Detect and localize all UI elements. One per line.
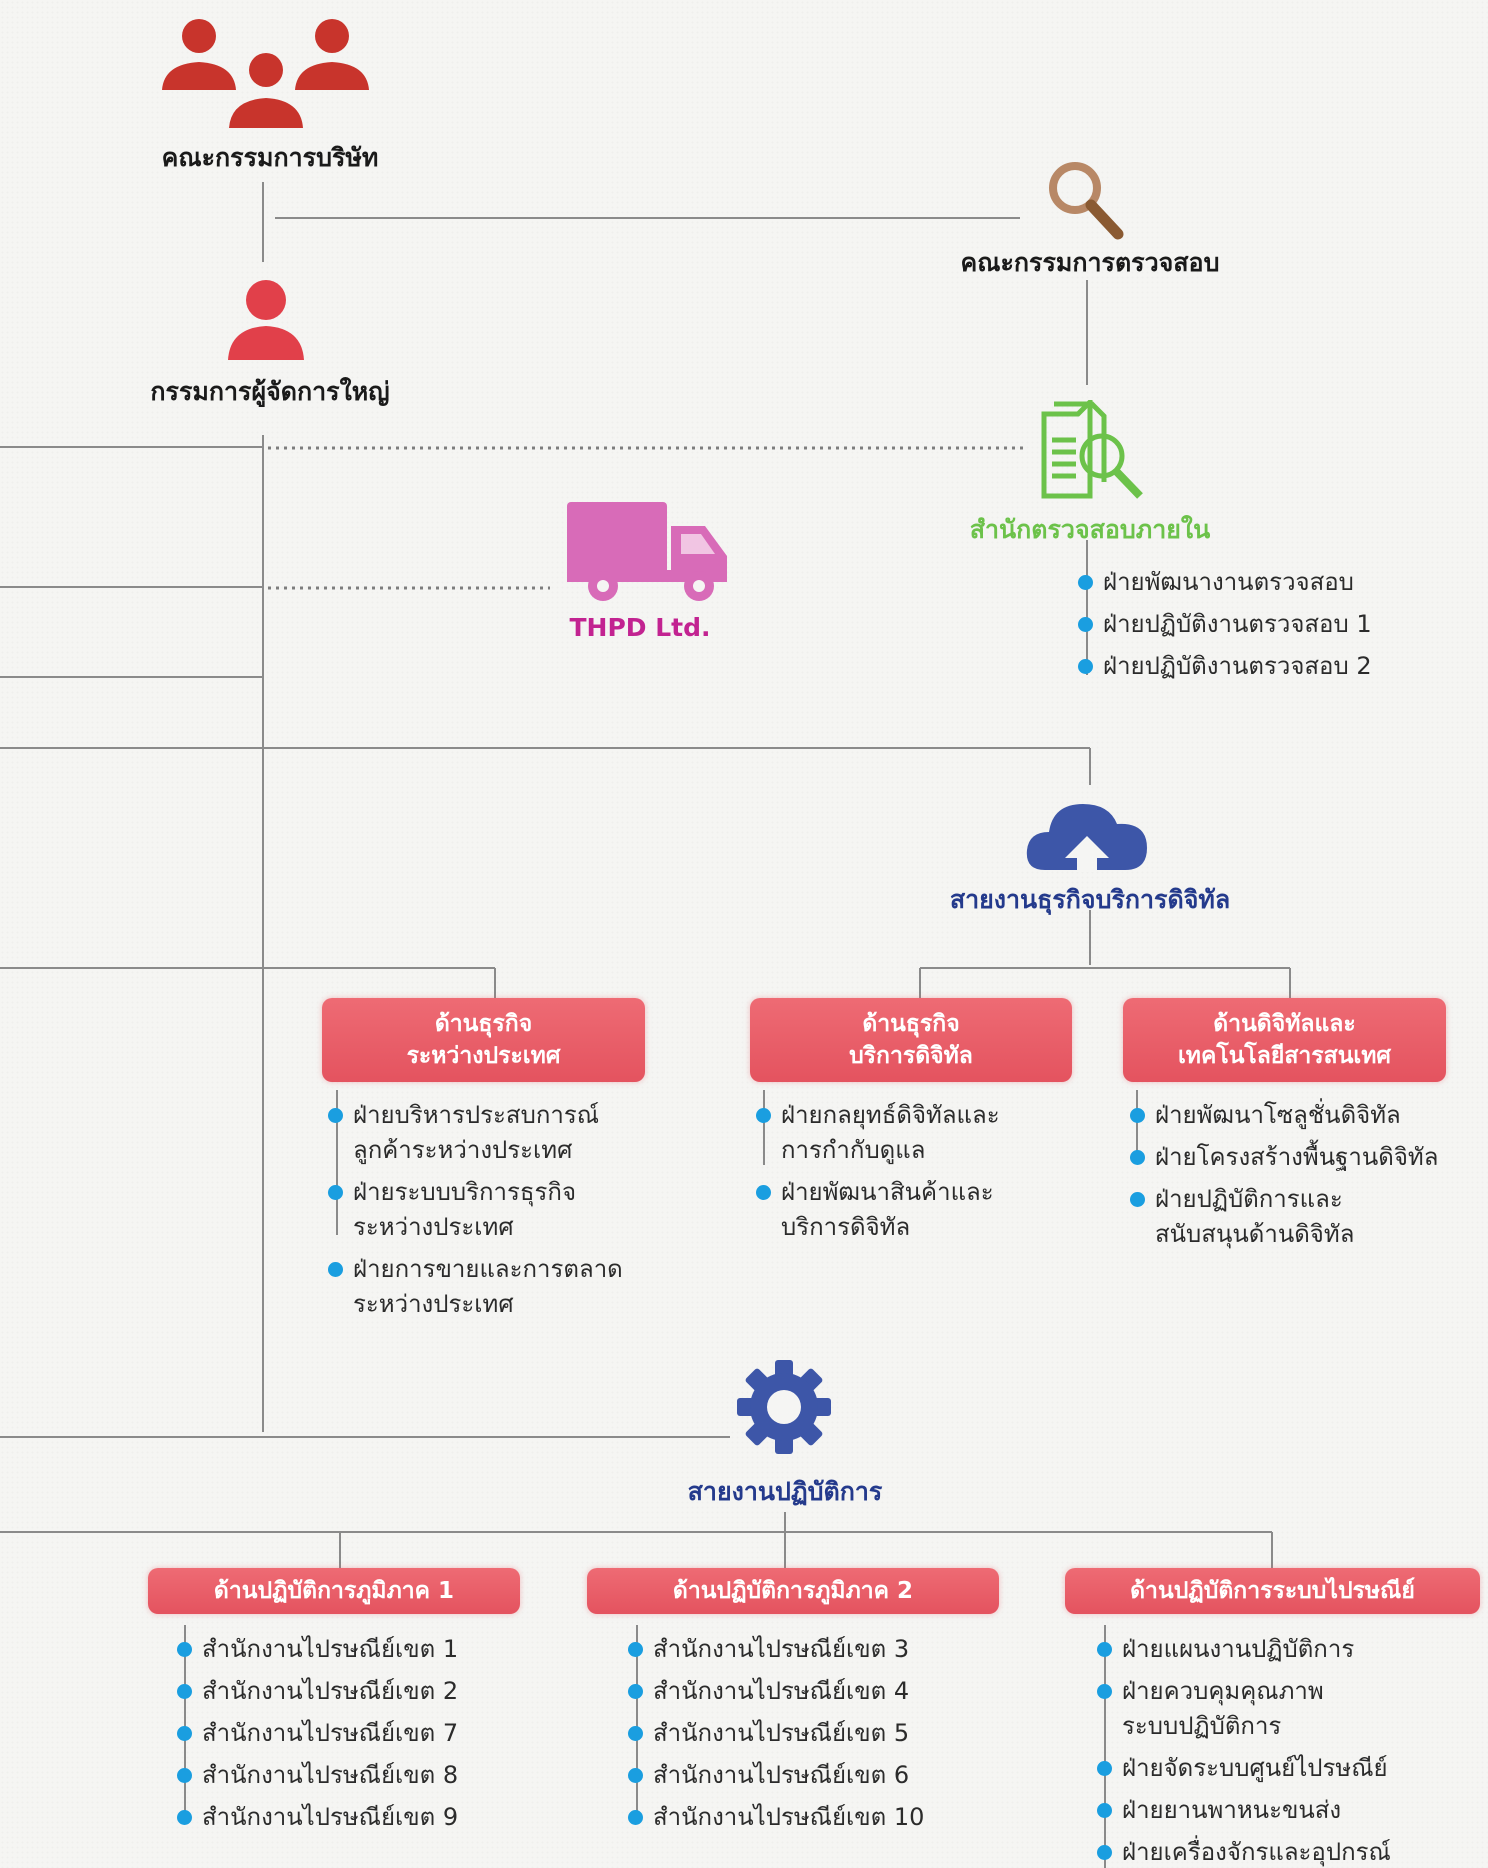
list-item: สำนักงานไปรษณีย์เขต 5 (628, 1716, 958, 1751)
truck-icon (567, 502, 727, 601)
digital-group-banner-digital-services: ด้านธุรกิจ บริการดิจิทัล (750, 998, 1072, 1082)
magnifier-icon (1049, 162, 1124, 240)
digital-title: สายงานธุรกิจบริการดิจิทัล (949, 885, 1231, 914)
bullet-dot (756, 1185, 771, 1200)
operations-title: สายงานปฏิบัติการ (687, 1477, 883, 1506)
digital-services-list: ฝ่ายกลยุทธ์ดิจิทัลและ การกำกับดูแล ฝ่ายพ… (756, 1098, 1056, 1252)
operations-region-2-list: สำนักงานไปรษณีย์เขต 3 สำนักงานไปรษณีย์เข… (628, 1632, 958, 1842)
bullet-dot (1097, 1803, 1112, 1818)
board-title: คณะกรรมการบริษัท (161, 143, 379, 172)
list-item: ฝ่ายพัฒนาสินค้าและ บริการดิจิทัล (756, 1175, 1056, 1245)
list-item: ฝ่ายโครงสร้างพื้นฐานดิจิทัล (1130, 1140, 1460, 1175)
cloud-upload-icon (1026, 804, 1147, 872)
bullet-dot (1097, 1845, 1112, 1860)
digital-it-list: ฝ่ายพัฒนาโซลูชั่นดิจิทัล ฝ่ายโครงสร้างพื… (1130, 1098, 1460, 1259)
president-title: กรรมการผู้จัดการใหญ่ (150, 377, 390, 406)
audit-document-icon (1041, 400, 1143, 499)
list-item: ฝ่ายปฏิบัติงานตรวจสอบ 1 (1078, 607, 1438, 642)
bullet-dot (1078, 659, 1093, 674)
gear-icon (737, 1360, 831, 1454)
list-item: สำนักงานไปรษณีย์เขต 9 (177, 1800, 507, 1835)
list-item: สำนักงานไปรษณีย์เขต 6 (628, 1758, 958, 1793)
digital-group-banner-digital-it: ด้านดิจิทัลและ เทคโนโลยีสารสนเทศ (1123, 998, 1446, 1082)
bullet-dot (177, 1768, 192, 1783)
bullet-dot (756, 1108, 771, 1123)
list-item: ฝ่ายการขายและการตลาด ระหว่างประเทศ (328, 1252, 628, 1322)
bullet-dot (1130, 1108, 1145, 1123)
list-item: ฝ่ายพัฒนางานตรวจสอบ (1078, 565, 1438, 600)
bullet-dot (1097, 1761, 1112, 1776)
operations-group-banner-region-2: ด้านปฏิบัติการภูมิภาค 2 (587, 1568, 999, 1614)
operations-postal-system-list: ฝ่ายแผนงานปฏิบัติการ ฝ่ายควบคุมคุณภาพ ระ… (1097, 1632, 1467, 1868)
list-item: ฝ่ายควบคุมคุณภาพ ระบบปฏิบัติการ (1097, 1674, 1467, 1744)
list-item: ฝ่ายจัดระบบศูนย์ไปรษณีย์ (1097, 1751, 1467, 1786)
bullet-dot (1130, 1150, 1145, 1165)
bullet-dot (177, 1810, 192, 1825)
bullet-dot (1097, 1642, 1112, 1657)
list-item: ฝ่ายปฏิบัติงานตรวจสอบ 2 (1078, 649, 1438, 684)
bullet-dot (328, 1262, 343, 1277)
bullet-dot (628, 1768, 643, 1783)
bullet-dot (177, 1642, 192, 1657)
bullet-dot (1078, 617, 1093, 632)
digital-international-list: ฝ่ายบริหารประสบการณ์ ลูกค้าระหว่างประเทศ… (328, 1098, 628, 1329)
list-item: สำนักงานไปรษณีย์เขต 8 (177, 1758, 507, 1793)
list-item: สำนักงานไปรษณีย์เขต 7 (177, 1716, 507, 1751)
bullet-dot (628, 1810, 643, 1825)
board-people-icon (162, 19, 369, 128)
list-item: ฝ่ายกลยุทธ์ดิจิทัลและ การกำกับดูแล (756, 1098, 1056, 1168)
list-item: ฝ่ายบริหารประสบการณ์ ลูกค้าระหว่างประเทศ (328, 1098, 628, 1168)
list-item: ฝ่ายพัฒนาโซลูชั่นดิจิทัล (1130, 1098, 1460, 1133)
president-person-icon (228, 280, 304, 360)
thpd-title: THPD Ltd. (569, 613, 711, 642)
list-item: ฝ่ายเครื่องจักรและอุปกรณ์ (1097, 1835, 1467, 1868)
list-item: สำนักงานไปรษณีย์เขต 10 (628, 1800, 958, 1835)
bullet-dot (628, 1642, 643, 1657)
bullet-dot (628, 1684, 643, 1699)
bullet-dot (1097, 1684, 1112, 1699)
list-item: ฝ่ายระบบบริการธุรกิจ ระหว่างประเทศ (328, 1175, 628, 1245)
bullet-dot (1130, 1192, 1145, 1207)
bullet-dot (628, 1726, 643, 1741)
operations-group-banner-postal-system: ด้านปฏิบัติการระบบไปรษณีย์ (1065, 1568, 1480, 1614)
internal-audit-list: ฝ่ายพัฒนางานตรวจสอบ ฝ่ายปฏิบัติงานตรวจสอ… (1078, 565, 1438, 691)
audit-committee-title: คณะกรรมการตรวจสอบ (960, 248, 1220, 277)
list-item: สำนักงานไปรษณีย์เขต 2 (177, 1674, 507, 1709)
bullet-dot (177, 1726, 192, 1741)
bullet-dot (1078, 575, 1093, 590)
bullet-dot (328, 1108, 343, 1123)
operations-group-banner-region-1: ด้านปฏิบัติการภูมิภาค 1 (148, 1568, 520, 1614)
bullet-dot (177, 1684, 192, 1699)
internal-audit-title: สำนักตรวจสอบภายใน (969, 515, 1211, 544)
list-item: ฝ่ายยานพาหนะขนส่ง (1097, 1793, 1467, 1828)
operations-region-1-list: สำนักงานไปรษณีย์เขต 1 สำนักงานไปรษณีย์เข… (177, 1632, 507, 1842)
digital-group-banner-international: ด้านธุรกิจ ระหว่างประเทศ (322, 998, 645, 1082)
list-item: สำนักงานไปรษณีย์เขต 1 (177, 1632, 507, 1667)
list-item: ฝ่ายแผนงานปฏิบัติการ (1097, 1632, 1467, 1667)
list-item: สำนักงานไปรษณีย์เขต 4 (628, 1674, 958, 1709)
list-item: ฝ่ายปฏิบัติการและ สนับสนุนด้านดิจิทัล (1130, 1182, 1460, 1252)
bullet-dot (328, 1185, 343, 1200)
list-item: สำนักงานไปรษณีย์เขต 3 (628, 1632, 958, 1667)
